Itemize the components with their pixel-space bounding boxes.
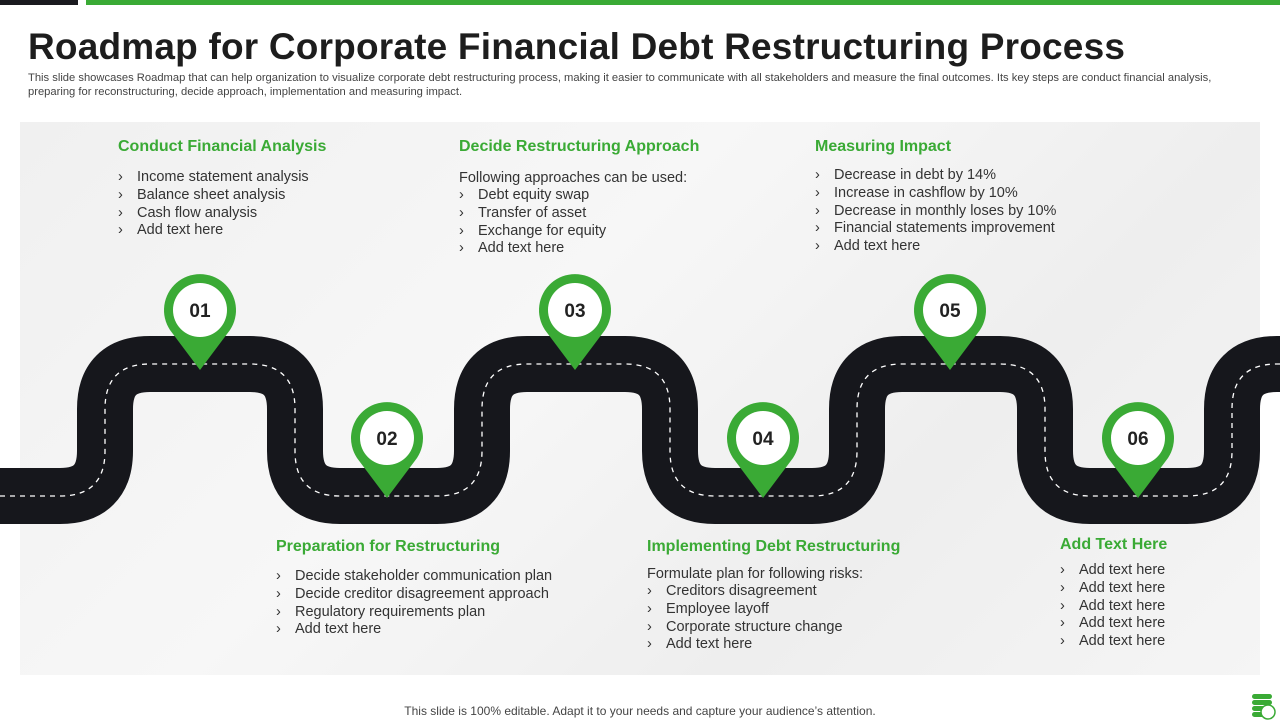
step-number: 05 — [939, 301, 961, 322]
list-item: Add text here — [1060, 580, 1167, 598]
step-list: Add text here Add text here Add text her… — [1060, 562, 1167, 651]
step-title: Decide Restructuring Approach — [459, 138, 700, 155]
list-item: Add text here — [1060, 562, 1167, 580]
list-item: Add text here — [647, 636, 900, 654]
step-01-block: Conduct Financial Analysis Income statem… — [118, 138, 326, 240]
list-item: Exchange for equity — [459, 223, 699, 241]
list-item: Add text here — [815, 238, 1056, 256]
step-title: Preparation for Restructuring — [276, 538, 501, 555]
step-title: Measuring Impact — [815, 138, 952, 155]
step-06-pin-icon: 06 — [1102, 402, 1174, 498]
footer-note: This slide is 100% editable. Adapt it to… — [404, 704, 876, 718]
list-item: Add text here — [1060, 633, 1167, 651]
step-number: 02 — [376, 429, 397, 450]
step-06-block: Add Text Here Add text here Add text her… — [1060, 536, 1167, 651]
top-bar-green — [86, 0, 1280, 5]
step-02-block: Preparation for Restructuring Decide sta… — [276, 538, 552, 639]
top-bar-dark — [0, 0, 78, 5]
page-title: Roadmap for Corporate Financial Debt Res… — [28, 26, 1126, 67]
list-item: Financial statements improvement — [815, 220, 1056, 238]
step-intro: Formulate plan for following risks: — [647, 566, 863, 582]
step-04-pin-icon: 04 — [727, 402, 799, 498]
list-item: Regulatory requirements plan — [276, 604, 552, 622]
page-subtitle: This slide showcases Roadmap that can he… — [28, 72, 1212, 98]
step-04-block: Implementing Debt Restructuring Formulat… — [647, 538, 900, 654]
step-03-block: Decide Restructuring Approach Following … — [459, 138, 699, 258]
list-item: Add text here — [1060, 598, 1167, 616]
step-title: Conduct Financial Analysis — [118, 138, 327, 155]
step-number: 06 — [1127, 429, 1148, 450]
step-03-pin-icon: 03 — [539, 274, 611, 370]
step-number: 01 — [189, 301, 211, 322]
step-01-pin-icon: 01 — [164, 274, 236, 370]
list-item: Decrease in debt by 14% — [815, 167, 1056, 185]
list-item: Decide creditor disagreement approach — [276, 586, 552, 604]
list-item: Cash flow analysis — [118, 205, 326, 223]
list-item: Add text here — [1060, 615, 1167, 633]
list-item: Debt equity swap — [459, 187, 699, 205]
step-list: Decrease in debt by 14% Increase in cash… — [815, 167, 1056, 256]
step-02-pin-icon: 02 — [351, 402, 423, 498]
list-item: Balance sheet analysis — [118, 187, 326, 205]
step-05-pin-icon: 05 — [914, 274, 986, 370]
list-item: Decide stakeholder communication plan — [276, 568, 552, 586]
list-item: Transfer of asset — [459, 205, 699, 223]
list-item: Employee layoff — [647, 601, 900, 619]
step-title: Implementing Debt Restructuring — [647, 538, 901, 555]
step-05-block: Measuring Impact Decrease in debt by 14%… — [815, 138, 1056, 256]
coins-logo-icon — [1252, 694, 1276, 720]
step-number: 03 — [564, 301, 585, 322]
list-item: Corporate structure change — [647, 619, 900, 637]
list-item: Income statement analysis — [118, 169, 326, 187]
step-number: 04 — [752, 429, 774, 450]
step-list: Debt equity swap Transfer of asset Excha… — [459, 187, 699, 258]
list-item: Creditors disagreement — [647, 583, 900, 601]
step-list: Income statement analysis Balance sheet … — [118, 169, 326, 240]
step-intro: Following approaches can be used: — [459, 170, 688, 186]
step-list: Decide stakeholder communication plan De… — [276, 568, 552, 639]
step-title: Add Text Here — [1060, 536, 1168, 553]
list-item: Decrease in monthly loses by 10% — [815, 203, 1056, 221]
step-list: Creditors disagreement Employee layoff C… — [647, 583, 900, 654]
list-item: Increase in cashflow by 10% — [815, 185, 1056, 203]
list-item: Add text here — [118, 222, 326, 240]
list-item: Add text here — [459, 240, 699, 258]
list-item: Add text here — [276, 621, 552, 639]
